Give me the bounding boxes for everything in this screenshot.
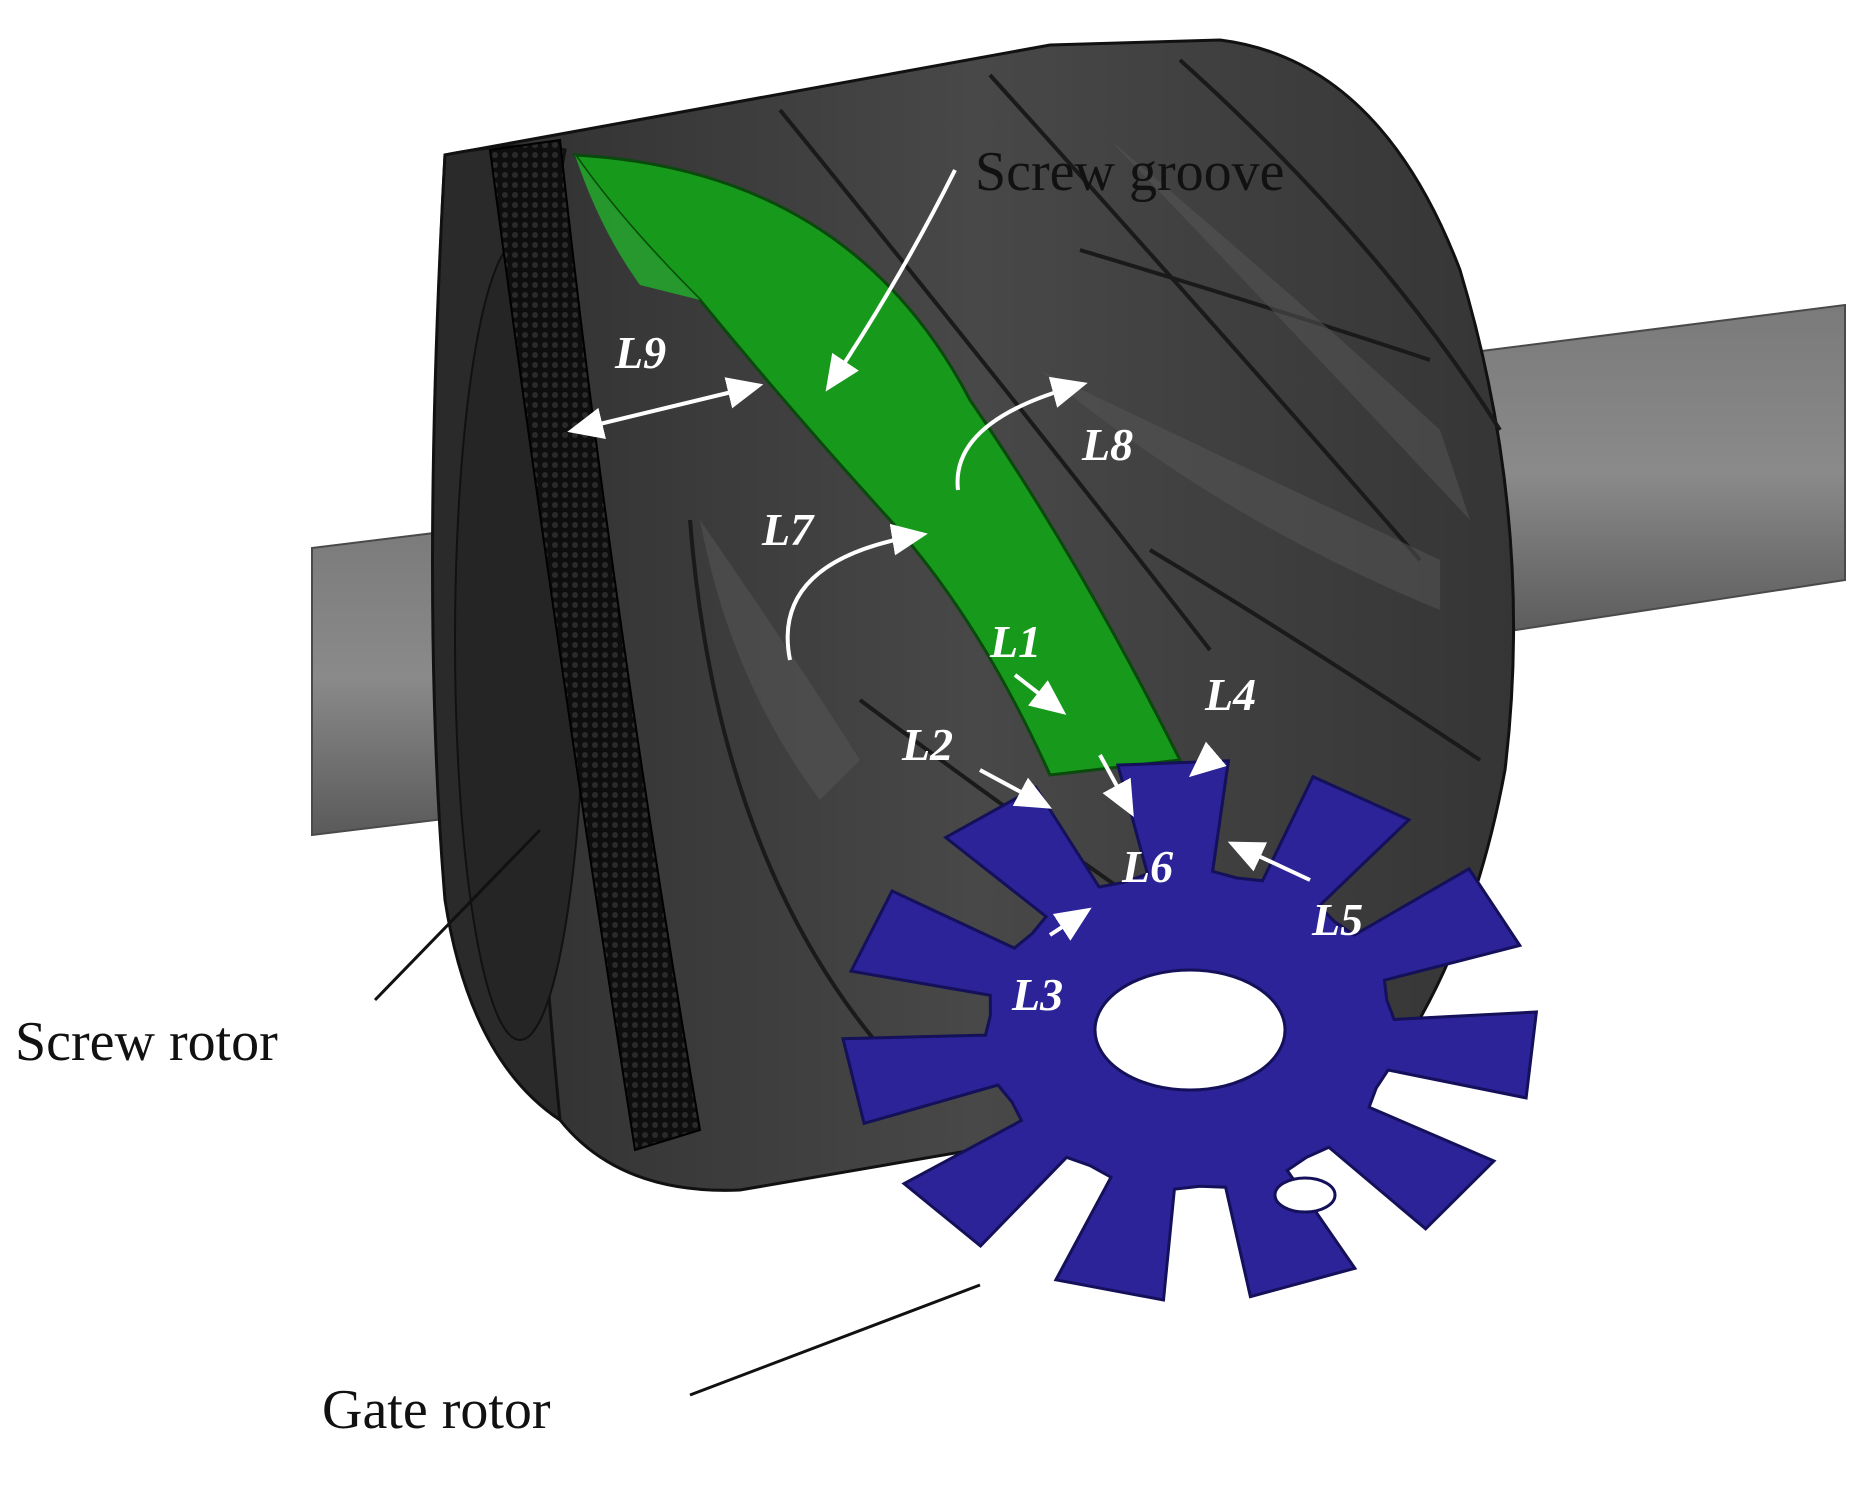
screw-groove-shadow xyxy=(575,155,700,300)
leak-label-L2: L2 xyxy=(901,719,953,770)
gate-rotor xyxy=(841,759,1539,1302)
leak-label-L1: L1 xyxy=(989,616,1041,667)
leak-label-L8: L8 xyxy=(1081,419,1133,470)
screw-groove-label: Screw groove xyxy=(975,141,1284,203)
leader-lines xyxy=(373,828,981,1397)
leak-label-L4: L4 xyxy=(1204,669,1256,720)
leak-label-L7: L7 xyxy=(761,504,815,555)
leak-label-L5: L5 xyxy=(1311,894,1363,945)
gate-rotor-label: Gate rotor xyxy=(322,1379,551,1441)
leakage-arrows xyxy=(567,169,1311,941)
leak-label-L9: L9 xyxy=(614,327,666,378)
leak-label-L3: L3 xyxy=(1011,969,1063,1020)
leak-label-L6: L6 xyxy=(1121,841,1173,892)
thread-faces xyxy=(700,140,1470,800)
screw-rotor-label: Screw rotor xyxy=(15,1011,278,1073)
